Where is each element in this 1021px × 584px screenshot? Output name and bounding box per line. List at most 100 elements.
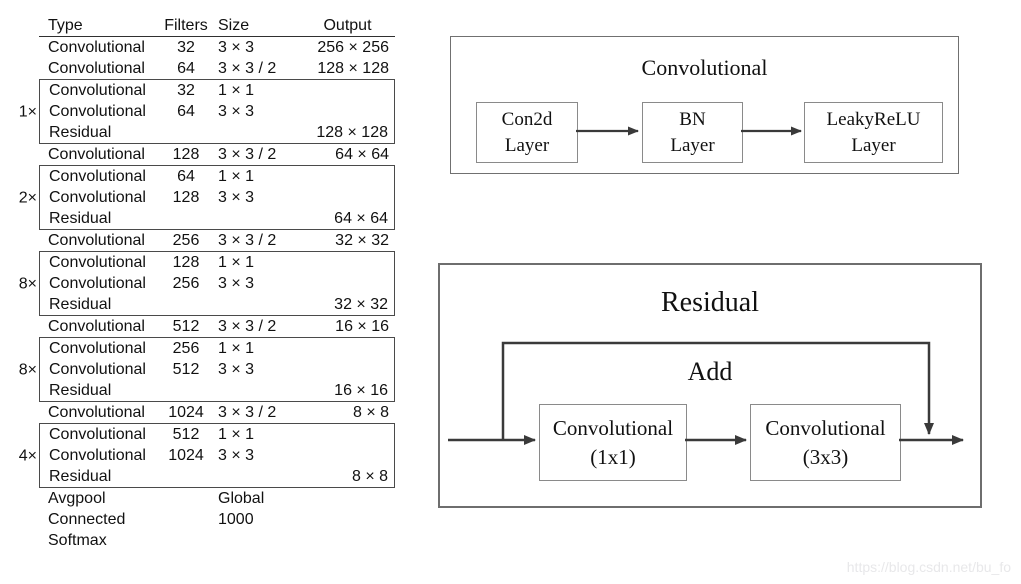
table-row: Convolutional 256 3 × 3 (40, 273, 394, 294)
table-cell: Convolutional (49, 82, 146, 99)
box-label-line: Layer (670, 134, 715, 156)
convolutional-diagram-title: Convolutional (641, 55, 768, 80)
table-cell: 3 × 3 / 2 (218, 146, 277, 163)
table-cell: 1 × 1 (218, 340, 255, 357)
table-cell: Convolutional (49, 254, 146, 271)
table-cell: 3 × 3 (218, 39, 255, 56)
table-cell: 1 × 1 (218, 254, 255, 271)
table-cell: Connected (48, 511, 126, 528)
bn-layer-box: BN Layer (642, 102, 743, 163)
box-label-line: Layer (504, 134, 550, 156)
table-cell: Convolutional (48, 146, 145, 163)
header-type: Type (48, 17, 83, 34)
convolutional-1x1-box: Convolutional(1x1) (539, 404, 687, 481)
table-cell: Residual (49, 296, 112, 313)
table-cell: 3 × 3 (218, 361, 255, 378)
table-row: Residual 64 × 64 (40, 208, 394, 229)
convolutional-3x3-box: Convolutional(3x3) (750, 404, 901, 481)
box-label-line: Con2d (501, 108, 553, 130)
table-cell: Convolutional (49, 340, 146, 357)
table-cell: Convolutional (48, 60, 145, 77)
table-cell: 64 (177, 168, 195, 185)
table-cell: 1024 (168, 404, 204, 421)
table-cell: Convolutional (49, 189, 146, 206)
table-cell: 32 × 32 (335, 232, 389, 249)
multiplier-label: 8× (18, 275, 37, 292)
table-cell: Convolutional (49, 447, 146, 464)
table-cell: 512 (172, 426, 200, 443)
table-cell: Convolutional (49, 361, 146, 378)
row-group: Convolutional 512 3 × 3 / 2 16 × 16 (39, 316, 395, 337)
table-cell: Softmax (48, 532, 107, 549)
table-row: Convolutional 256 1 × 1 (40, 338, 394, 359)
header-output: Output (323, 17, 372, 34)
table-cell: Global (218, 490, 265, 507)
table-cell: 32 × 32 (334, 296, 388, 313)
skip-connection-line (501, 341, 934, 440)
table-cell: 32 (177, 82, 195, 99)
table-cell: 3 × 3 / 2 (218, 60, 277, 77)
table-cell: Residual (49, 210, 112, 227)
residual-flow-arrows (448, 341, 964, 445)
watermark-url: https://blog.csdn.net/bu_fo (846, 559, 1011, 575)
box-label-line: Layer (851, 134, 896, 156)
table-cell: 3 × 3 (218, 103, 255, 120)
table-row: Softmax (39, 530, 395, 551)
table-cell: 3 × 3 / 2 (218, 404, 277, 421)
box-label-line: (1x1) (590, 444, 636, 469)
header-filters: Filters (164, 17, 208, 34)
table-cell: 3 × 3 (218, 275, 255, 292)
table-cell: 64 (177, 103, 195, 120)
table-row: Convolutional 512 3 × 3 / 2 16 × 16 (39, 316, 395, 337)
table-header-row: Type Filters Size Output (39, 15, 395, 37)
table-cell: 64 × 64 (335, 146, 389, 163)
table-cell: Convolutional (48, 318, 145, 335)
box-label-line: BN (679, 108, 706, 130)
table-cell: 512 (172, 318, 200, 335)
table-cell: Residual (49, 382, 112, 399)
table-cell: Convolutional (49, 275, 146, 292)
table-cell: Residual (49, 124, 112, 141)
table-cell: 256 (172, 275, 200, 292)
table-cell: 256 × 256 (317, 39, 389, 56)
table-cell: 64 × 64 (334, 210, 388, 227)
table-cell: 1 × 1 (218, 426, 255, 443)
multiplier-label: 1× (18, 103, 37, 120)
multiplier-label: 8× (18, 361, 37, 378)
residual-diagram-title: Residual (661, 287, 759, 318)
table-cell: 256 (172, 340, 200, 357)
table-cell: Convolutional (48, 232, 145, 249)
box-label-line: Convolutional (765, 415, 886, 440)
add-label: Add (687, 357, 733, 386)
table-cell: 1 × 1 (218, 168, 255, 185)
flow-arrows (576, 126, 802, 136)
table-cell: 3 × 3 / 2 (218, 318, 277, 335)
table-cell: 16 × 16 (335, 318, 389, 335)
multiplier-label: 4× (18, 447, 37, 464)
table-cell: 128 × 128 (317, 60, 389, 77)
table-cell: Residual (49, 468, 112, 485)
table-cell: Convolutional (49, 426, 146, 443)
table-cell: 3 × 3 / 2 (218, 232, 277, 249)
table-cell: 1000 (218, 511, 254, 528)
architecture-table: Type Filters Size Output Convolutional 32… (19, 15, 395, 551)
table-row: Residual 32 × 32 (40, 294, 394, 315)
table-cell: 128 (172, 254, 200, 271)
